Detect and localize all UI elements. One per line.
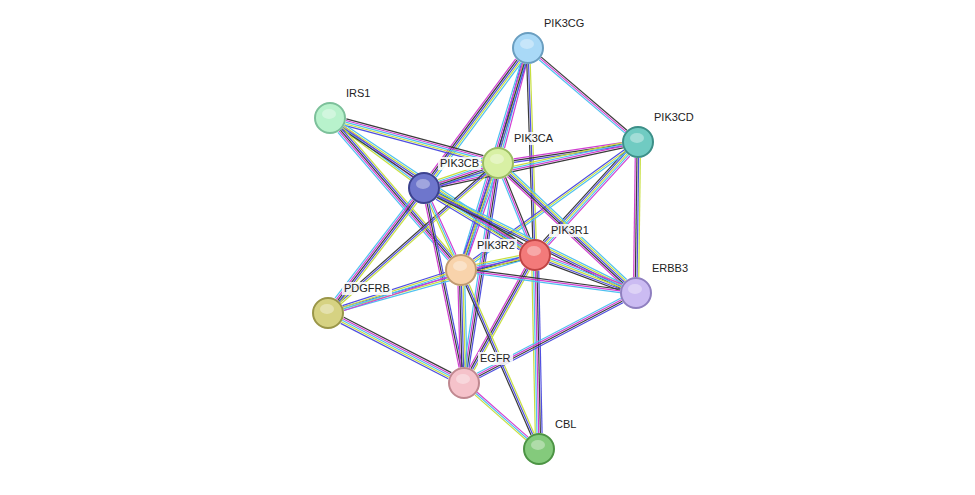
evidence-strand xyxy=(336,200,413,300)
evidence-strand xyxy=(338,132,448,260)
node-label: PIK3R2 xyxy=(475,239,517,252)
node-highlight xyxy=(628,284,642,294)
protein-node: ERBB3 xyxy=(620,277,652,309)
node-highlight xyxy=(490,154,504,164)
interaction-edge xyxy=(429,202,456,256)
evidence-strand xyxy=(344,317,452,372)
interaction-edge xyxy=(532,271,542,433)
evidence-strand xyxy=(477,272,620,291)
protein-node: PIK3CB xyxy=(408,172,440,204)
node-label: PIK3CA xyxy=(512,132,555,145)
evidence-strand xyxy=(477,392,528,437)
evidence-strand xyxy=(478,300,622,375)
evidence-strand xyxy=(527,64,533,239)
interaction-edge xyxy=(339,172,487,303)
evidence-strand xyxy=(476,394,527,439)
evidence-strand xyxy=(342,320,450,375)
interaction-edge xyxy=(437,193,623,288)
node-label: IRS1 xyxy=(344,87,372,100)
evidence-strand xyxy=(539,60,625,133)
evidence-strand xyxy=(438,196,621,287)
node-label: PDGFRB xyxy=(342,282,392,295)
protein-node: PIK3CG xyxy=(512,32,544,64)
node-label: ERBB3 xyxy=(650,262,690,275)
evidence-strand xyxy=(341,323,449,378)
evidence-strand xyxy=(346,119,483,156)
evidence-strand xyxy=(341,322,449,377)
evidence-strand xyxy=(343,128,453,256)
evidence-strand xyxy=(541,57,627,130)
node-highlight xyxy=(630,133,644,143)
evidence-strand xyxy=(477,274,620,293)
node-label: CBL xyxy=(553,418,578,431)
node-highlight xyxy=(527,246,541,256)
evidence-strand xyxy=(511,173,626,281)
node-highlight xyxy=(322,109,336,119)
node-highlight xyxy=(520,39,534,49)
interaction-edge xyxy=(477,298,623,378)
node-label: PIK3CD xyxy=(652,111,696,124)
node-label: EGFR xyxy=(478,352,513,365)
evidence-strand xyxy=(477,298,621,373)
node-highlight xyxy=(456,374,470,384)
interaction-edge xyxy=(527,64,536,239)
evidence-strand xyxy=(343,319,451,374)
evidence-strand xyxy=(546,154,627,243)
evidence-strand xyxy=(475,395,526,440)
interaction-edge xyxy=(549,257,622,290)
evidence-strand xyxy=(439,194,622,285)
interaction-edge xyxy=(338,128,453,260)
node-label: PIK3CB xyxy=(438,157,481,170)
evidence-strand xyxy=(343,274,446,307)
node-highlight xyxy=(531,440,545,450)
protein-node: PIK3CA xyxy=(482,147,514,179)
evidence-strand xyxy=(342,272,445,305)
evidence-strand xyxy=(634,158,636,277)
protein-node: EGFR xyxy=(448,367,480,399)
evidence-strand xyxy=(477,270,620,289)
protein-node: PDGFRB xyxy=(312,297,344,329)
evidence-strand xyxy=(469,284,534,434)
interaction-edge xyxy=(458,286,467,367)
evidence-strand xyxy=(532,271,535,433)
node-label: PIK3R1 xyxy=(549,224,591,237)
node-highlight xyxy=(320,304,334,314)
protein-node: CBL xyxy=(523,433,555,465)
protein-node: PIK3CD xyxy=(622,126,654,158)
evidence-strand xyxy=(458,286,460,367)
evidence-strand xyxy=(543,152,624,241)
evidence-strand xyxy=(335,199,412,299)
evidence-strand xyxy=(479,303,623,378)
node-label: PIK3CG xyxy=(542,17,586,30)
interaction-edge xyxy=(634,158,641,277)
evidence-strand xyxy=(545,153,626,242)
interaction-edge xyxy=(475,392,528,439)
interaction-edge xyxy=(342,272,446,310)
evidence-strand xyxy=(540,58,626,131)
interaction-edge xyxy=(539,57,627,133)
evidence-strand xyxy=(338,201,415,301)
evidence-strand xyxy=(479,301,623,376)
protein-node: IRS1 xyxy=(314,102,346,134)
protein-node: PIK3R2 xyxy=(445,254,477,286)
node-highlight xyxy=(416,179,430,189)
node-highlight xyxy=(453,261,467,271)
protein-node: PIK3R1 xyxy=(519,239,551,271)
evidence-strand xyxy=(339,202,416,302)
interaction-edge xyxy=(343,258,520,311)
interaction-edge xyxy=(477,270,621,292)
evidence-strand xyxy=(551,257,622,284)
interaction-edge xyxy=(341,317,452,378)
evidence-strand xyxy=(339,172,485,301)
